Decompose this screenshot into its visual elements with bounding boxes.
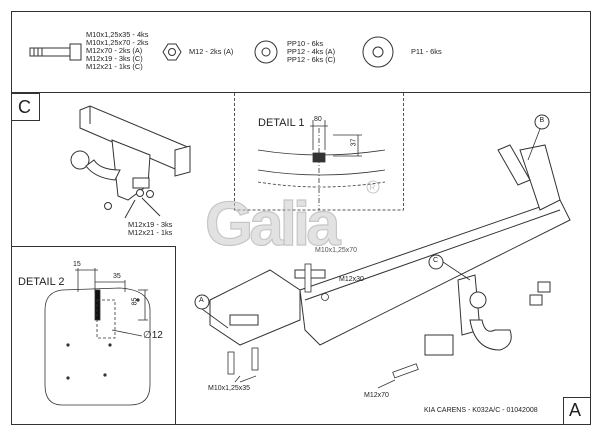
detail-2-dim-35: 35 [113, 273, 121, 280]
galia-logo: Galia R [204, 180, 380, 260]
callout-c-letter: C [433, 257, 439, 264]
corner-a-box [563, 397, 591, 425]
bolt-spec-list: M10x1,25x35 - 4ks M10x1,25x70 - 2ks M12x… [86, 31, 148, 71]
bolt-spec-line: M10x1,25x70 - 2ks [86, 38, 149, 47]
detail-1-title: DETAIL 1 [258, 117, 305, 129]
main-hitch-drawing [209, 144, 571, 356]
detail-2-dim-15: 15 [73, 261, 81, 268]
bolt-spec-line: M12x21 - 1ks (C) [86, 62, 143, 71]
svg-text:Galia: Galia [205, 190, 341, 259]
label-m10x70: M10x1,25x70 [315, 247, 358, 254]
drawing-frame [11, 11, 591, 425]
corner-letter: A [569, 400, 582, 420]
svg-text:R: R [370, 183, 376, 192]
section-c-box [11, 93, 40, 121]
detail-2-plate [44, 268, 151, 406]
callout-b-letter: B [539, 117, 545, 124]
detail-2-hole: ∅12 [143, 330, 163, 341]
loose-bolts [227, 263, 419, 389]
washer-icon [254, 40, 278, 64]
large-washer-spec: P11 - 6ks [411, 47, 442, 56]
washer-spec-line: PP12 - 6ks (C) [287, 55, 336, 64]
drawing-caption: KIA CARENS - K032A/C - 01042008 [424, 407, 538, 414]
detail-2-title: DETAIL 2 [18, 276, 65, 288]
detail-1-height: 37 [350, 138, 358, 147]
label-m12x70: M12x70 [364, 392, 389, 399]
bolt-spec-line: M12x70 - 2ks (A) [86, 46, 143, 55]
label-m12x30: M12x30 [339, 276, 364, 283]
section-c-hitch [70, 105, 191, 219]
section-c-bolts: M12x19 - 3ks M12x21 - 1ks [128, 221, 172, 237]
washer-spec-line: PP12 - 4ks (A) [287, 47, 336, 56]
nut-spec: M12 - 2ks (A) [189, 47, 234, 56]
section-c-letter: C [18, 97, 31, 117]
callout-b [534, 114, 550, 130]
washer-spec-list: PP10 - 6ks PP12 - 4ks (A) PP12 - 6ks (C) [287, 40, 335, 64]
detail-1-width: 80 [314, 116, 322, 123]
section-c-bolt-line: M12x19 - 3ks [128, 220, 173, 229]
nut-icon [162, 43, 182, 61]
detail-2-dim-85: 85 [131, 297, 139, 306]
callout-a-letter: A [199, 297, 204, 304]
bolt-spec-line: M10x1,25x35 - 4ks [86, 30, 149, 39]
detail-1-drawing [257, 120, 386, 210]
bolt-icon [29, 43, 82, 61]
large-washer-icon [362, 36, 394, 68]
bolt-spec-line: M12x19 - 3ks (C) [86, 54, 143, 63]
section-c-bolt-line: M12x21 - 1ks [128, 228, 173, 237]
label-m10x35: M10x1,25x35 [208, 385, 251, 392]
washer-spec-line: PP10 - 6ks [287, 39, 324, 48]
